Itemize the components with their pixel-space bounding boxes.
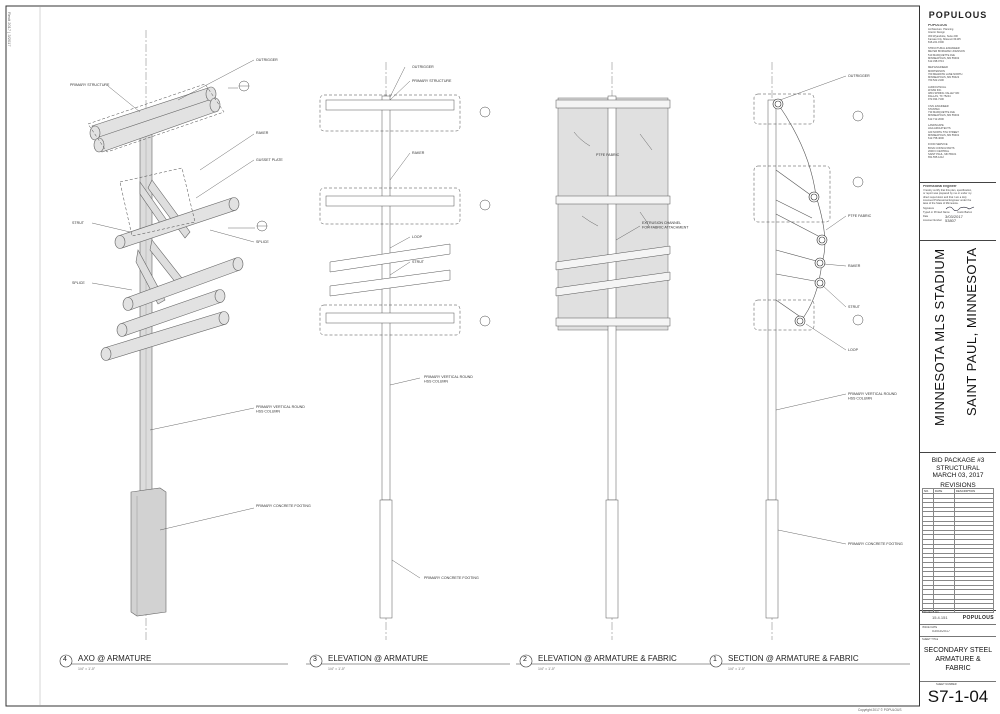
axo-armature-view: PRIMARY STRUCTURE OUTRIGGER RAKER GUSSET… — [70, 30, 311, 640]
sect-callout-concrete-footing: PRIMARY CONCRETE FOOTING — [848, 542, 903, 546]
issue-date-value: 03/03/2017 — [932, 630, 950, 633]
view-num-3: 3 — [313, 656, 317, 663]
elev-callout-raker: RAKER — [412, 151, 425, 155]
logo-small: POPULOUS — [962, 615, 994, 621]
revisions-table: NO. DATE DESCRIPTION — [922, 488, 994, 614]
signature-mark — [945, 206, 975, 212]
sheet-title-3: FABRIC — [945, 665, 971, 672]
view-scale-3: 1/4" = 1'-0" — [328, 667, 346, 671]
view-num-4: 4 — [63, 656, 67, 663]
title-block: POPULOUS POPULOUS Architecture Planning … — [919, 6, 996, 706]
callout-splice-2: SPLICE — [256, 240, 269, 244]
seal-name: Justin Barton — [957, 211, 973, 215]
seal-heading: Professional Engineer — [923, 185, 957, 188]
callout-gusset-plate: GUSSET PLATE — [256, 158, 283, 162]
revisions-heading: REVISIONS — [940, 481, 976, 489]
issue-date: MARCH 03, 2017 — [932, 472, 984, 479]
elev-callout-primary-structure: PRIMARY STRUCTURE — [412, 79, 452, 83]
view-num-1: 1 — [713, 656, 717, 663]
view-title-3: ELEVATION @ ARMATURE — [328, 654, 429, 663]
sect-callout-strut: STRUT — [848, 305, 861, 309]
view-scale-1: 1/4" = 1'-0" — [728, 667, 746, 671]
callout-raker: RAKER — [256, 131, 269, 135]
issue-discipline: STRUCTURAL — [936, 464, 980, 472]
view-title-1: SECTION @ ARMATURE & FABRIC — [728, 654, 859, 663]
sheet-title-2: ARMATURE & — [935, 656, 981, 663]
firm-name: POPULOUS — [928, 24, 948, 27]
view-num-2: 2 — [523, 656, 527, 663]
elevation-armature-view: OUTRIGGER PRIMARY STRUCTURE RAKER LOOP S… — [319, 62, 491, 640]
view-scale-4: 1/4" = 1'-0" — [78, 667, 96, 671]
sheet-title-1: SECONDARY STEEL — [923, 647, 993, 654]
view-title-4: AXO @ ARMATURE — [78, 654, 152, 663]
callout-concrete-footing: PRIMARY CONCRETE FOOTING — [256, 504, 311, 508]
sect-callout-ptfe: PTFE FABRIC — [848, 214, 872, 218]
sheet-number-row: SHEET NUMBER S7-1-04 — [920, 682, 996, 708]
view-title-bars — [59, 654, 910, 668]
consultants-list: STRUCTURAL ENGINEER MEYER BORGMAN JOHNSO… — [928, 47, 965, 160]
callout-strut: STRUT — [72, 221, 85, 225]
project-location: SAINT PAUL, MINNESOTA — [964, 247, 979, 416]
elev-callout-concrete-footing: PRIMARY CONCRETE FOOTING — [424, 576, 479, 580]
project-title: MINNESOTA MLS STADIUM — [932, 248, 947, 426]
rev-col-description: DESCRIPTION — [954, 488, 994, 494]
firm-logo: POPULOUS — [928, 10, 988, 20]
elev-callout-strut: STRUT — [412, 260, 425, 264]
copyright: Copyright 2017 © POPULOUS — [858, 708, 902, 712]
issue-date-row: ISSUE DATE 03/03/2017 — [920, 625, 996, 637]
revisions-header-row: NO. DATE DESCRIPTION — [922, 488, 994, 494]
sect-callout-loop: LOOP — [848, 348, 859, 352]
seal-body: I hereby certify that this plan, specifi… — [923, 189, 972, 206]
callout-primary-structure: PRIMARY STRUCTURE — [70, 83, 110, 87]
view-scale-2: 1/4" = 1'-0" — [538, 667, 556, 671]
sect-callout-outrigger: OUTRIGGER — [848, 74, 870, 78]
view-title-2: ELEVATION @ ARMATURE & FABRIC — [538, 654, 677, 663]
sheet-title-row: SHEET TITLE SECONDARY STEEL ARMATURE & F… — [920, 637, 996, 682]
seal-section: Professional Engineer I hereby certify t… — [920, 182, 996, 241]
issue-package: BID PACKAGE #3 — [931, 457, 985, 464]
fabric-callout-ptfe: PTFE FABRIC — [596, 153, 620, 157]
seal-name-label: Typed or Printed Name — [923, 211, 950, 215]
sheet-section: PROJECT NO. 15.4.151 POPULOUS ISSUE DATE… — [920, 610, 996, 706]
elev-callout-loop: LOOP — [412, 235, 423, 239]
sheet-title-label: SHEET TITLE — [922, 638, 939, 641]
sect-callout-raker: RAKER — [848, 264, 861, 268]
firm-address: Architecture Planning Interior Design 30… — [928, 28, 961, 45]
callout-splice: SPLICE — [72, 281, 85, 285]
project-section: MINNESOTA MLS STADIUM SAINT PAUL, MINNES… — [920, 240, 996, 453]
seal-fields: Signature Typed or Printed Name Justin B… — [923, 206, 996, 225]
seal-license-label: License Number — [923, 219, 942, 223]
issue-section: BID PACKAGE #3 STRUCTURAL MARCH 03, 2017… — [920, 452, 996, 614]
project-no-row: PROJECT NO. 15.4.151 POPULOUS — [920, 610, 996, 625]
elev-callout-outrigger: OUTRIGGER — [412, 65, 434, 69]
seal-date: 3/03/2017 — [945, 214, 963, 218]
firm-section: POPULOUS POPULOUS Architecture Planning … — [920, 6, 996, 183]
seal-signature-label: Signature — [923, 207, 935, 211]
drawing-area: PRIMARY STRUCTURE OUTRIGGER RAKER GUSSET… — [5, 5, 920, 707]
project-no: 15.4.151 — [932, 616, 948, 620]
callout-outrigger: OUTRIGGER — [256, 58, 278, 62]
issue-date-label: ISSUE DATE — [922, 626, 938, 629]
section-fabric-view: OUTRIGGER PTFE FABRIC RAKER STRUT LOOP P… — [753, 62, 903, 640]
sheet-number: S7-1-04 — [927, 687, 989, 706]
seal-license: 53807 — [945, 218, 957, 222]
seal-date-label: Date — [923, 215, 929, 219]
project-no-label: PROJECT NO. — [922, 611, 940, 614]
sheet-number-label: SHEET NUMBER — [936, 683, 957, 686]
